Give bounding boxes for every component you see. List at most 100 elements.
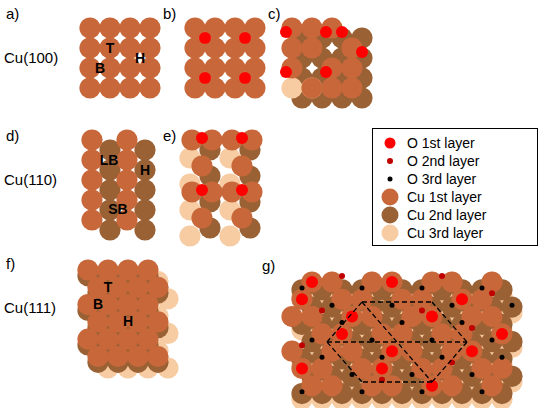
oxygen-atom-3rd	[490, 337, 495, 342]
panel-label: d)	[6, 128, 19, 143]
legend-swatch	[379, 170, 401, 188]
unit-cell-line	[327, 342, 362, 382]
oxygen-atom-3rd	[480, 389, 485, 394]
oxygen-atom-3rd	[360, 389, 365, 394]
oxygen-atom	[456, 293, 468, 305]
site-label: SB	[108, 202, 127, 216]
unit-cell-line	[362, 302, 432, 382]
atom	[116, 149, 137, 170]
atom	[301, 17, 322, 38]
oxygen-atom-3rd	[450, 303, 455, 308]
oxygen-atom-2nd	[469, 325, 475, 331]
oxygen-atom-3rd	[440, 355, 445, 360]
atom	[301, 77, 322, 98]
oxygen-atom	[239, 32, 251, 44]
legend-text: Cu 1st layer	[407, 189, 482, 205]
legend-row: O 2nd layer	[379, 152, 531, 170]
atom	[421, 375, 442, 396]
oxygen-atom	[236, 132, 248, 144]
atom	[301, 375, 322, 396]
oxygen-atom	[280, 66, 292, 78]
oxygen-atom	[320, 26, 332, 38]
atom	[134, 199, 155, 220]
oxygen-atom-3rd	[400, 320, 405, 325]
oxygen-atom-2nd	[419, 308, 425, 314]
oxygen-atom-2nd	[319, 308, 325, 314]
unit-cell-line	[327, 341, 467, 342]
oxygen-atom	[386, 345, 398, 357]
oxygen-atom-3rd	[420, 286, 425, 291]
oxygen-atom	[496, 328, 508, 340]
site-label: B	[95, 61, 105, 75]
panel-label: f)	[6, 256, 15, 271]
site-label: LB	[100, 153, 119, 167]
oxygen-atom	[196, 132, 208, 144]
oxygen-atom-3rd	[310, 337, 315, 342]
panel-label: Cu(100)	[4, 50, 58, 65]
oxygen-atom-3rd	[300, 286, 305, 291]
oxygen-atom-3rd	[360, 286, 365, 291]
unit-cell-line	[432, 302, 467, 342]
atom	[127, 346, 148, 367]
atom	[87, 346, 108, 367]
oxygen-atom	[199, 72, 211, 84]
panel-label: c)	[268, 6, 281, 21]
atom	[119, 17, 140, 38]
atom	[81, 169, 102, 190]
oxygen-atom	[320, 66, 332, 78]
atom	[441, 375, 462, 396]
atom	[219, 225, 240, 246]
oxygen-atom-3rd	[500, 355, 505, 360]
legend-swatch	[379, 224, 401, 242]
oxygen-atom-2nd	[299, 342, 305, 348]
oxygen-atom-3rd	[480, 286, 485, 291]
oxygen-atom-2nd	[339, 273, 345, 279]
legend-row: O 3rd layer	[379, 170, 531, 188]
atom	[81, 189, 102, 210]
atom	[341, 57, 362, 78]
oxygen-atom-3rd	[380, 355, 385, 360]
atom	[134, 179, 155, 200]
atom	[81, 129, 102, 150]
oxygen-atom-3rd	[470, 372, 475, 377]
legend-text: Cu 3rd layer	[407, 225, 483, 241]
oxygen-atom	[376, 363, 388, 375]
oxygen-atom	[466, 345, 478, 357]
site-label: B	[93, 297, 103, 311]
panel-label: g)	[262, 258, 275, 273]
panel-label: e)	[163, 128, 176, 143]
atom	[81, 149, 102, 170]
unit-cell-line	[362, 381, 432, 382]
oxygen-atom-2nd	[439, 273, 445, 279]
legend-row: Cu 1st layer	[379, 188, 531, 206]
oxygen-atom-3rd	[300, 389, 305, 394]
atom	[79, 17, 100, 38]
oxygen-atom	[356, 46, 368, 58]
panel-label: a)	[6, 6, 19, 21]
atom	[81, 209, 102, 230]
atom	[301, 37, 322, 58]
atom	[179, 225, 200, 246]
atom	[491, 323, 512, 344]
oxygen-atom	[386, 276, 398, 288]
atom	[107, 346, 128, 367]
oxygen-atom	[336, 26, 348, 38]
atom	[281, 306, 302, 327]
site-label: H	[135, 51, 145, 65]
oxygen-atom-3rd	[320, 355, 325, 360]
atom	[116, 169, 137, 190]
oxygen-atom-2nd	[489, 290, 495, 296]
legend-text: O 2nd layer	[407, 153, 479, 169]
atom	[147, 346, 168, 367]
atom	[321, 375, 342, 396]
panel-label: b)	[163, 6, 176, 21]
oxygen-atom	[236, 184, 248, 196]
legend-swatch	[379, 134, 401, 152]
oxygen-atom-3rd	[330, 303, 335, 308]
oxygen-atom-3rd	[390, 303, 395, 308]
atom	[481, 375, 502, 396]
atom	[341, 77, 362, 98]
atom	[231, 155, 252, 176]
atom	[79, 37, 100, 58]
site-label: T	[106, 41, 115, 55]
